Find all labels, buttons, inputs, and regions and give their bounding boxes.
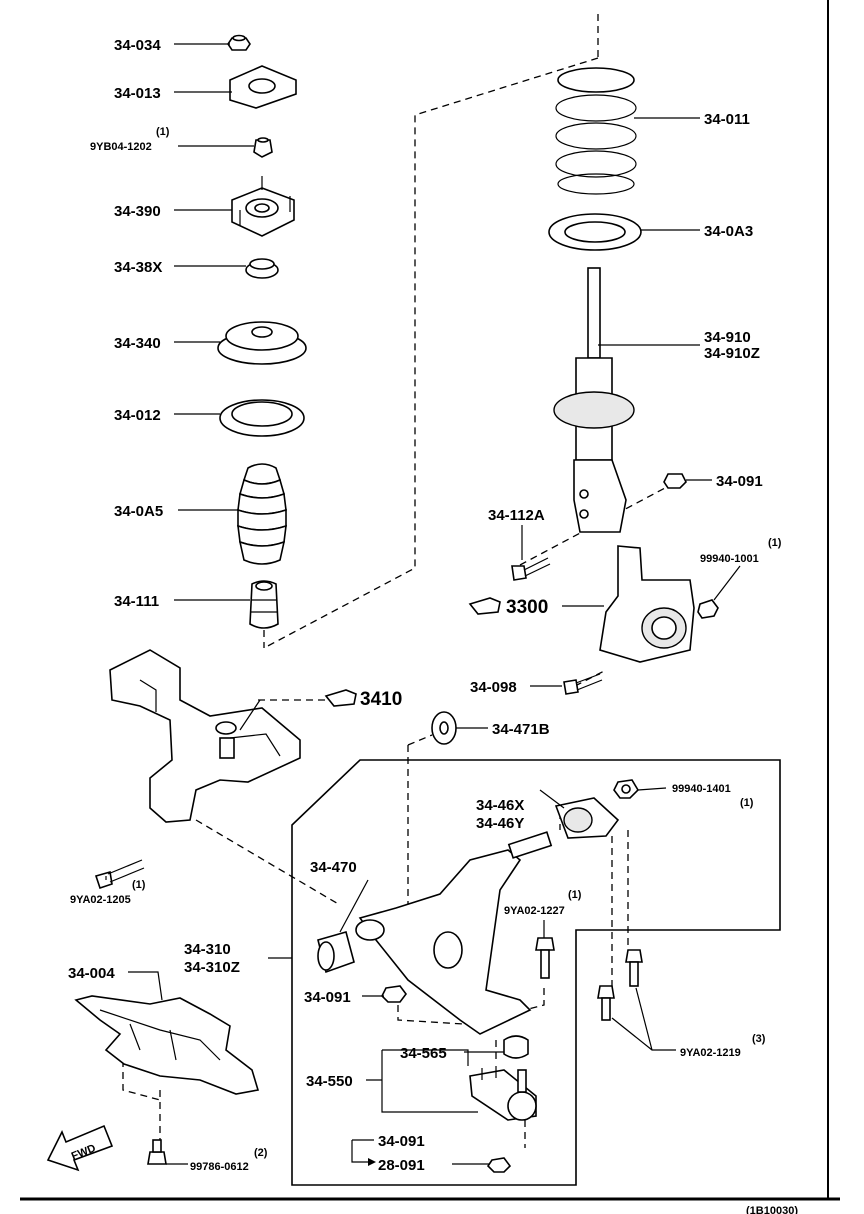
label-9ya02-1219: 9YA02-1219 — [680, 1047, 741, 1059]
label-34-46y: 34-46Y — [476, 815, 524, 832]
label-99940-1001: 99940-1001 — [700, 553, 759, 565]
label-9ya02-1219-qty: (3) — [752, 1033, 766, 1045]
nut-34-034-icon — [227, 34, 251, 51]
label-34-0a5: 34-0A5 — [114, 503, 163, 520]
ref-3410[interactable]: 3410 — [324, 689, 402, 710]
knuckle-3300-icon — [599, 545, 695, 663]
lower-arm-group-frame — [291, 759, 781, 1186]
label-34-0a3: 34-0A3 — [704, 223, 753, 240]
bolt-9ya02-1205-icon — [94, 859, 145, 890]
fwd-arrow-icon: FWD — [46, 1124, 114, 1172]
label-34-310z: 34-310Z — [184, 959, 240, 976]
label-34-112a: 34-112A — [488, 507, 545, 524]
dust-boot-34-0a5-icon — [237, 463, 287, 565]
label-34-38x: 34-38X — [114, 259, 162, 276]
label-9yb04-qty: (1) — [156, 126, 170, 138]
label-34-091-arm: 34-091 — [304, 989, 351, 1006]
bushing-34-46x-icon — [554, 797, 620, 839]
label-34-011: 34-011 — [704, 111, 750, 128]
splash-shield-34-004-icon — [74, 995, 260, 1095]
pointing-hand-icon — [324, 689, 357, 707]
label-34-550: 34-550 — [306, 1073, 353, 1090]
label-9ya02-1227-qty: (1) — [568, 889, 582, 901]
nut-9yb04-icon — [253, 137, 273, 158]
bushing-34-470-icon — [317, 931, 355, 974]
label-34-340: 34-340 — [114, 335, 161, 352]
label-99786-qty: (2) — [254, 1147, 268, 1159]
bolts-9ya02-1219-icon — [597, 949, 643, 1021]
label-34-091-balljoint: 34-091 — [378, 1133, 425, 1150]
coil-spring-34-011-icon — [555, 67, 637, 195]
label-34-091-strut: 34-091 — [716, 473, 763, 490]
label-34-470: 34-470 — [310, 859, 357, 876]
pointing-hand-icon — [468, 597, 501, 615]
crossmember-3410-icon — [109, 649, 301, 823]
label-3300[interactable]: 3300 — [506, 597, 548, 618]
nut-34-091-balljoint-icon — [486, 1157, 512, 1173]
label-34-004: 34-004 — [68, 965, 115, 982]
label-34-310: 34-310 — [184, 941, 231, 958]
label-34-910: 34-910 — [704, 329, 751, 346]
bushing-34-38x-icon — [245, 258, 279, 279]
upper-mount-34-390-icon — [231, 176, 295, 237]
washer-34-471b-icon — [431, 711, 457, 745]
label-3410[interactable]: 3410 — [360, 689, 402, 710]
nut-34-091-arm-icon — [381, 985, 407, 1003]
label-34-390: 34-390 — [114, 203, 161, 220]
bolt-9ya02-1227-icon — [535, 937, 555, 979]
mount-plate-34-013-icon — [229, 65, 297, 109]
label-99786-0612: 99786-0612 — [190, 1161, 249, 1173]
spring-seat-34-0a3-icon — [548, 213, 642, 251]
label-34-034: 34-034 — [114, 37, 161, 54]
callout-labels: 34-034 34-013 (1) 9YB04-1202 34-390 34-3… — [68, 37, 798, 1214]
strut-34-910-icon — [553, 267, 635, 533]
bolt-99786-0612-icon — [147, 1139, 167, 1165]
nut-99940-1001-icon — [697, 599, 719, 619]
label-34-111: 34-111 — [114, 593, 159, 610]
label-34-098: 34-098 — [470, 679, 517, 696]
nut-34-091-strut-icon — [663, 473, 687, 489]
bolt-34-098-icon — [563, 673, 603, 695]
label-9ya02-1227: 9YA02-1227 — [504, 905, 565, 917]
label-34-013: 34-013 — [114, 85, 161, 102]
label-34-910z: 34-910Z — [704, 345, 760, 362]
leader-lines — [105, 43, 741, 1166]
label-34-012: 34-012 — [114, 407, 161, 424]
seat-ring-34-012-icon — [219, 399, 305, 437]
ref-3300[interactable]: 3300 — [468, 597, 548, 618]
label-34-471b: 34-471B — [492, 721, 550, 738]
label-28-091: 28-091 — [378, 1157, 425, 1174]
seat-34-340-icon — [217, 321, 307, 365]
label-9yb04-1202: 9YB04-1202 — [90, 141, 152, 153]
bound-stopper-34-111-icon — [249, 580, 279, 629]
label-9ya02-1205-qty: (1) — [132, 879, 146, 891]
label-9ya02-1205: 9YA02-1205 — [70, 894, 131, 906]
label-34-565: 34-565 — [400, 1045, 447, 1062]
bolt-34-112a-icon — [511, 557, 551, 581]
label-99940-1401: 99940-1401 — [672, 783, 731, 795]
label-99940-1001-qty: (1) — [768, 537, 782, 549]
dust-cover-34-565-icon — [503, 1035, 529, 1059]
nut-99940-1401-icon — [613, 779, 640, 799]
label-99940-1401-qty: (1) — [740, 797, 754, 809]
footer-diagram-code: (1B10030) — [746, 1205, 798, 1214]
lower-arm-34-310-icon — [355, 831, 553, 1035]
ball-joint-34-550-icon — [469, 1066, 537, 1121]
label-34-46x: 34-46X — [476, 797, 524, 814]
